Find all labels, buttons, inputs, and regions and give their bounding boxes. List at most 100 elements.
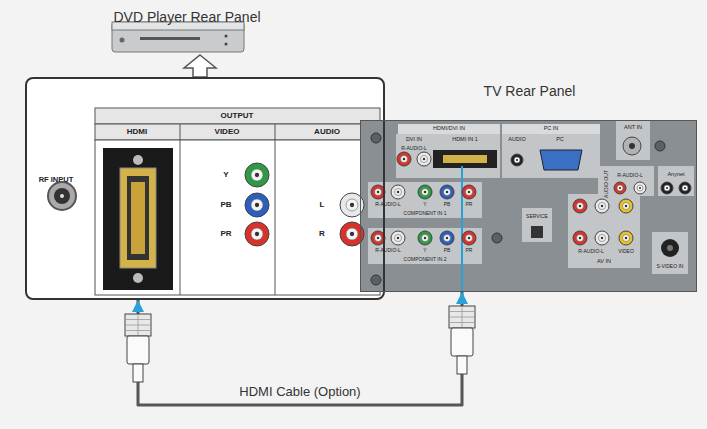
- port-label: AV IN: [597, 259, 611, 265]
- rca-jack-pin: [423, 158, 426, 161]
- screw: [655, 141, 665, 151]
- port-label: PC: [556, 137, 564, 143]
- rca-jack: [462, 231, 476, 245]
- rca-jack-inner: [599, 235, 606, 242]
- port-label: L: [320, 201, 325, 209]
- rca-jack-inner: [346, 228, 358, 240]
- rca-jack-inner: [466, 235, 473, 242]
- port-label: SERVICE: [526, 214, 548, 219]
- rca-jack: [245, 193, 269, 217]
- rca-jack-pin: [255, 173, 259, 177]
- port-label: Y: [423, 202, 426, 207]
- rca-jack: [371, 185, 385, 199]
- hdmi-cable: [138, 292, 462, 405]
- rca-jack: [511, 154, 523, 166]
- tv-panel: [360, 120, 697, 292]
- rca-jack: [661, 182, 673, 194]
- port-label: Anynet: [667, 172, 684, 178]
- rca-jack-inner: [577, 203, 584, 210]
- rca-jack-pin: [350, 203, 354, 207]
- plug-strain-relief: [457, 356, 467, 374]
- port-label: PB: [444, 202, 451, 207]
- rca-jack-inner: [346, 199, 358, 211]
- plug-strain-relief: [133, 364, 143, 382]
- rca-jack: [462, 185, 476, 199]
- rca-jack-inner: [514, 157, 520, 163]
- port-label: S-VIDEO IN: [657, 264, 684, 269]
- port-label: R-AUDIO-L: [617, 173, 643, 178]
- rca-jack: [614, 182, 626, 194]
- port-label: R: [319, 230, 325, 238]
- rca-jack-pin: [446, 191, 449, 194]
- port-label: PR: [466, 202, 473, 207]
- port-label: AUDIO OUT: [604, 170, 609, 198]
- rca-jack-pin: [424, 191, 427, 194]
- rca-jack-inner: [682, 185, 688, 191]
- rca-jack-inner: [617, 185, 623, 191]
- port-label: PR: [220, 230, 231, 238]
- rca-jack: [595, 199, 609, 213]
- screw: [371, 133, 381, 143]
- rca-jack: [573, 199, 587, 213]
- rca-jack: [245, 163, 269, 187]
- rca-jack: [245, 222, 269, 246]
- port-label: R-AUDIO-L: [375, 248, 401, 253]
- rca-jack-inner: [421, 156, 428, 163]
- rca-jack-pin: [468, 237, 471, 240]
- rca-jack-pin: [601, 237, 604, 240]
- cable-label: HDMI Cable (Option): [236, 384, 363, 399]
- rca-jack-inner: [577, 235, 584, 242]
- rca-jack: [440, 231, 454, 245]
- port-label: VIDEO: [618, 249, 634, 254]
- port-label: COMPONENT IN 2: [404, 257, 447, 262]
- rca-jack-pin: [397, 191, 400, 194]
- plug-head: [449, 306, 475, 328]
- rca-jack-inner: [395, 235, 402, 242]
- rca-jack-inner: [422, 189, 429, 196]
- screw: [492, 233, 502, 243]
- port-label: R-AUDIO-L: [401, 146, 427, 151]
- port-label: Y: [423, 248, 426, 253]
- plug-body: [451, 328, 473, 356]
- rca-jack-pin: [377, 237, 380, 240]
- port-label: PR: [466, 248, 473, 253]
- rca-jack-pin: [350, 232, 354, 236]
- panel-title: TV Rear Panel: [361, 83, 698, 99]
- port-label: HDMI/DVI IN: [433, 126, 465, 132]
- rca-jack-pin: [684, 187, 686, 189]
- port-label: VIDEO: [215, 128, 240, 136]
- rca-jack-pin: [516, 159, 518, 161]
- dvd-panel-zoom: [26, 78, 384, 299]
- plug-head: [125, 314, 151, 336]
- rca-jack-pin: [639, 187, 641, 189]
- rca-jack-pin: [377, 191, 380, 194]
- rca-jack-pin: [625, 205, 628, 208]
- rca-jack-inner: [637, 185, 643, 191]
- rca-jack-inner: [251, 228, 263, 240]
- rca-jack: [418, 231, 432, 245]
- rca-jack-inner: [251, 199, 263, 211]
- rca-jack: [418, 185, 432, 199]
- port-label: DVI IN: [406, 137, 422, 143]
- hdmi-plug: [449, 306, 475, 374]
- port-label: AUDIO: [314, 128, 340, 136]
- rca-jack: [371, 231, 385, 245]
- rca-jack: [573, 231, 587, 245]
- port-label: Y: [223, 171, 228, 179]
- port-label: ANT IN: [624, 125, 642, 131]
- rca-jack: [619, 231, 633, 245]
- rca-jack-pin: [424, 237, 427, 240]
- rca-jack-pin: [403, 158, 406, 161]
- rca-jack-inner: [251, 169, 263, 181]
- port-label: OUTPUT: [221, 112, 254, 120]
- rca-jack-pin: [619, 187, 621, 189]
- rca-jack-pin: [255, 232, 259, 236]
- rca-jack: [634, 182, 646, 194]
- rca-jack-inner: [664, 185, 670, 191]
- rca-jack-inner: [375, 189, 382, 196]
- rca-jack-inner: [375, 235, 382, 242]
- rca-jack-pin: [579, 205, 582, 208]
- rca-jack-inner: [444, 189, 451, 196]
